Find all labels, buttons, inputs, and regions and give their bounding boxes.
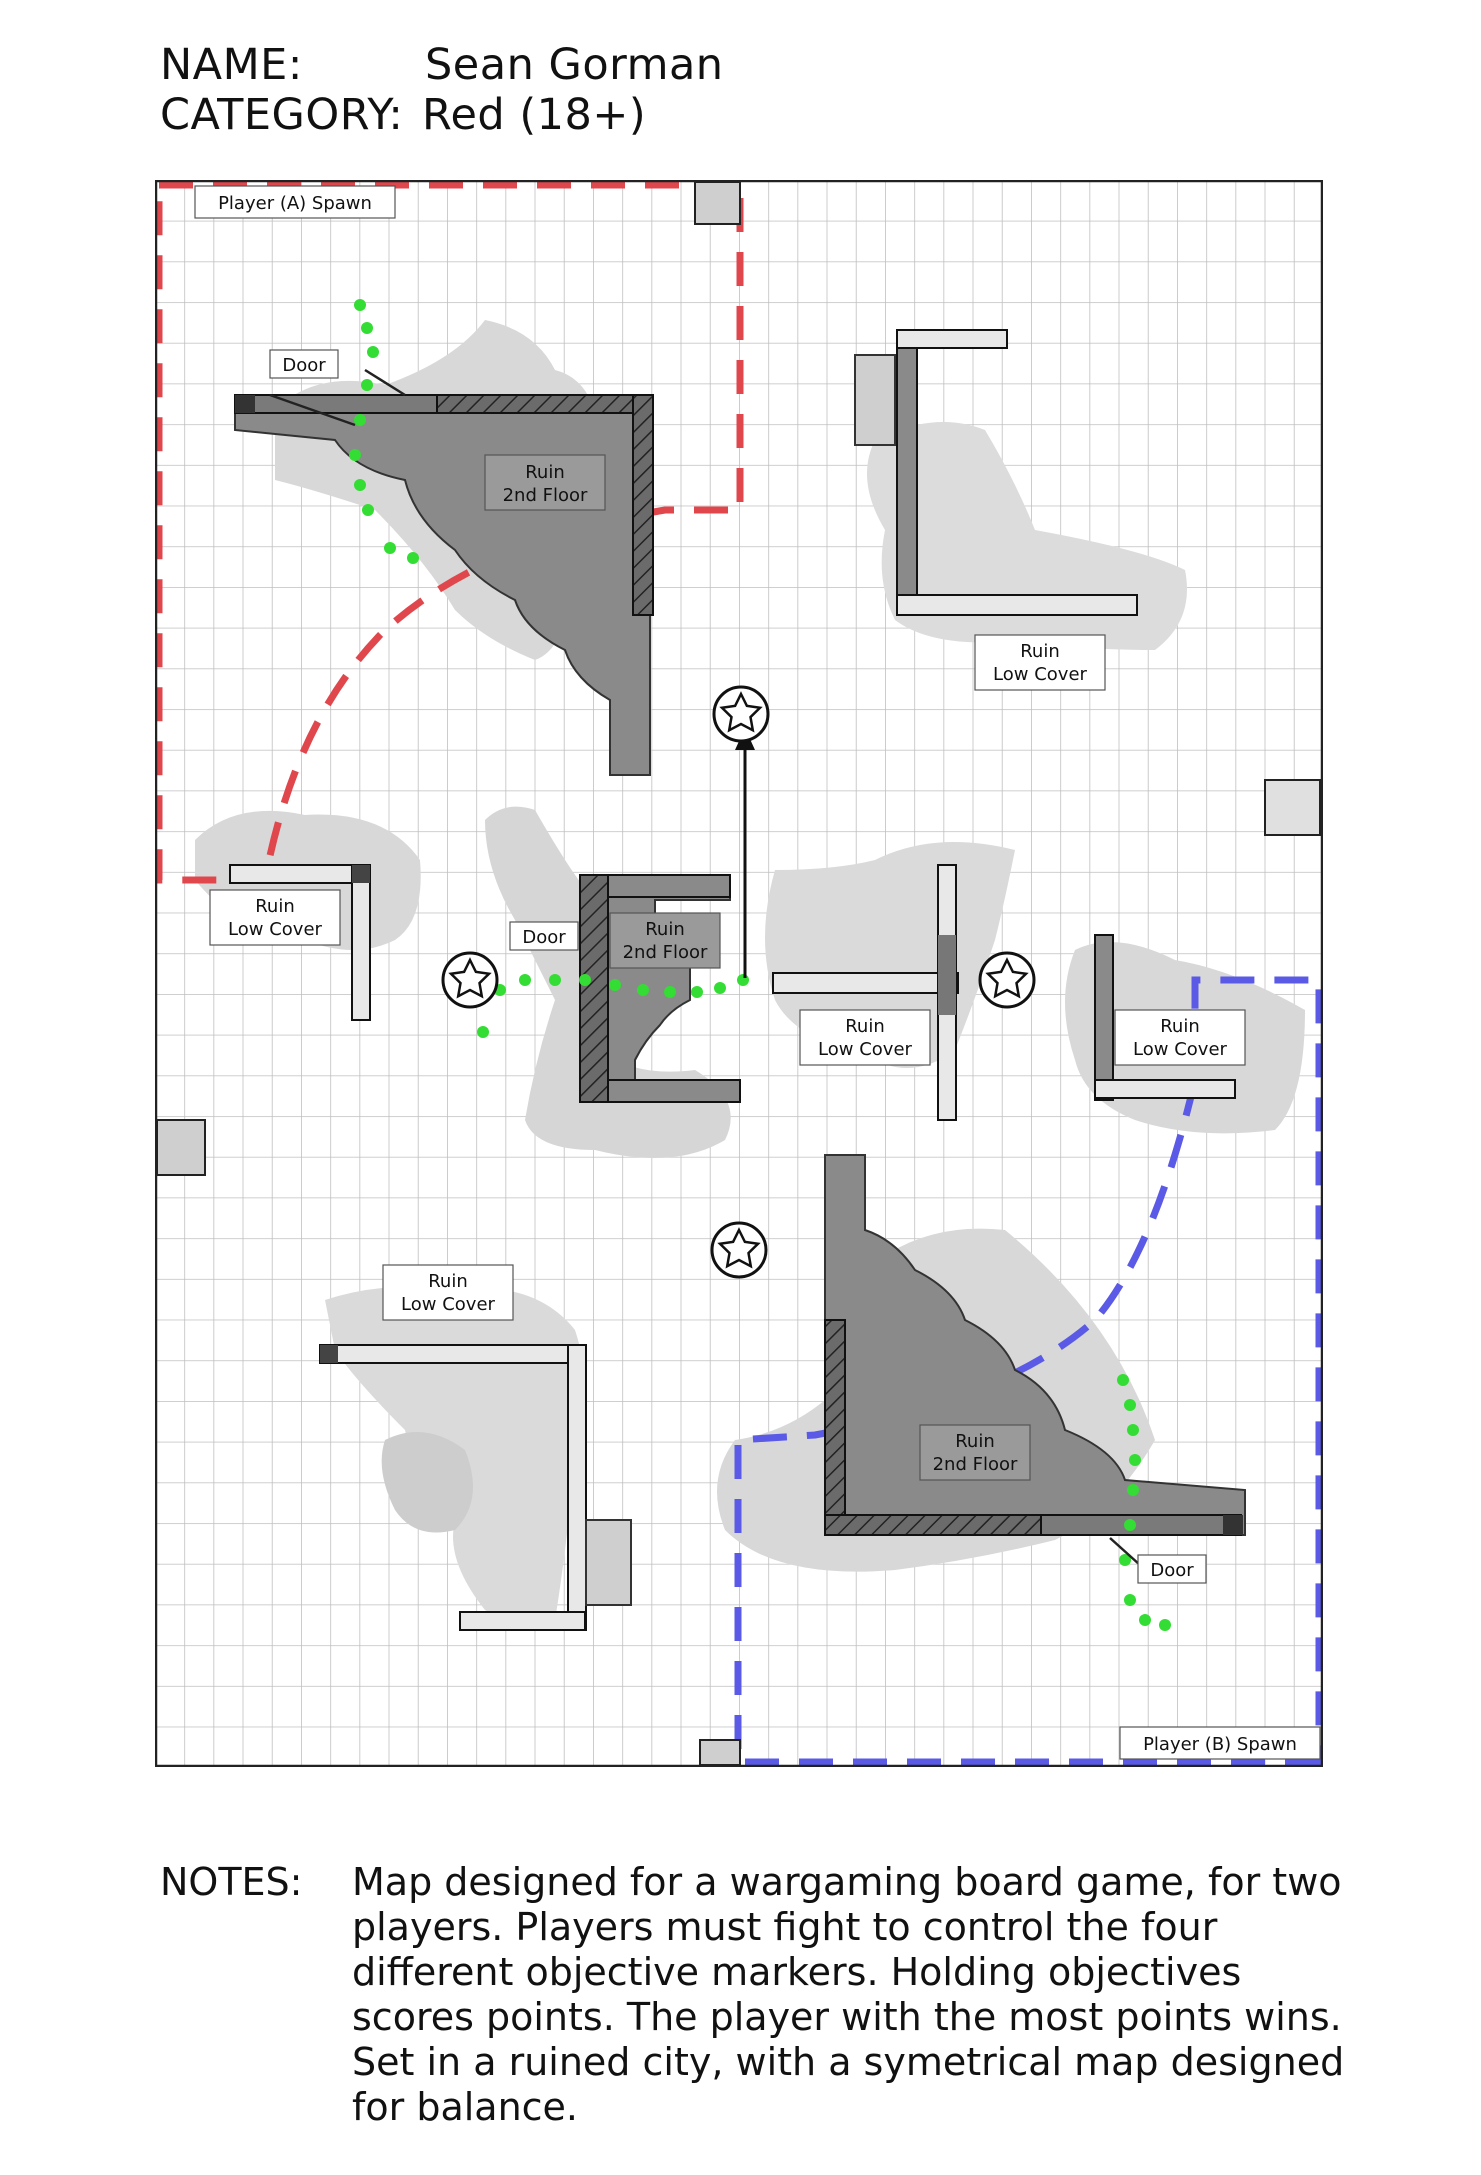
edge-block [699, 1739, 741, 1766]
ruin-wall-hatched [579, 874, 609, 1103]
rubble-patch [485, 806, 731, 1158]
door-text: Door [282, 355, 326, 376]
low-cover-text: Low Cover [1133, 1039, 1227, 1060]
rubble-patch [381, 1432, 473, 1533]
ruin-wall [234, 394, 438, 414]
name-value: Sean Gorman [425, 40, 724, 90]
game-map: Player (A) Spawn Player (B) Spawn Door D… [155, 180, 1323, 1767]
ruin-wall [567, 1344, 587, 1631]
ruin-wall-end [235, 395, 255, 413]
ruin-wall [607, 874, 731, 898]
label-door-a: Door [269, 349, 339, 379]
door-line [269, 393, 356, 427]
label-low-cover-right: Ruin Low Cover [1114, 1009, 1246, 1066]
label-low-cover-bottom-left: Ruin Low Cover [382, 1264, 514, 1321]
second-floor-text: 2nd Floor [623, 942, 708, 963]
edge-block [694, 181, 741, 225]
label-low-cover-left: Ruin Low Cover [209, 889, 341, 946]
notes-text: Map designed for a wargaming board game,… [352, 1860, 1345, 2129]
label-ruin-2nd-floor-center: Ruin 2nd Floor [609, 912, 721, 969]
label-door-center: Door [509, 921, 579, 951]
label-spawn-b: Player (B) Spawn [1119, 1726, 1321, 1760]
second-floor-text: 2nd Floor [503, 485, 588, 506]
spawn-b-text: Player (B) Spawn [1143, 1734, 1297, 1755]
objective-marker[interactable] [712, 685, 770, 743]
rubble-patch [867, 422, 1187, 650]
ruin-wall-joint [938, 935, 956, 1015]
ruin-wall [1094, 1079, 1236, 1099]
ruin-wall [1040, 1514, 1242, 1536]
ruin-low-cover-right [1094, 934, 1236, 1101]
ruin-wall-hatched [434, 394, 654, 414]
ruin-wall-hatched [632, 394, 654, 616]
ruin-text: Ruin [1160, 1016, 1200, 1037]
low-cover-text: Low Cover [818, 1039, 912, 1060]
ruin-wall [319, 1344, 586, 1364]
ruin-wall [772, 972, 959, 994]
ruin-block [854, 354, 896, 446]
label-door-b: Door [1137, 1554, 1207, 1584]
star-objective-icon [717, 1227, 761, 1269]
ruin-wall-end [352, 865, 370, 883]
edge-block [156, 1119, 206, 1176]
label-low-cover-center: Ruin Low Cover [799, 1009, 931, 1066]
label-low-cover-top-right: Ruin Low Cover [974, 634, 1106, 691]
ruin-text: Ruin [645, 919, 685, 940]
door-text: Door [522, 927, 566, 948]
star-objective-icon [985, 957, 1029, 999]
label-ruin-2nd-floor-a: Ruin 2nd Floor [484, 454, 606, 511]
ruin-low-cover-bottom-left [319, 1344, 632, 1631]
ruin-low-cover-center-right [772, 864, 959, 1121]
ruin-wall [896, 329, 918, 616]
low-cover-text: Low Cover [401, 1294, 495, 1315]
map-border [155, 180, 1323, 1767]
second-floor-text: 2nd Floor [933, 1454, 1018, 1475]
ruin-wall [1094, 934, 1114, 1101]
label-spawn-a: Player (A) Spawn [194, 185, 396, 219]
ruin-wall-hatched [824, 1319, 846, 1536]
star-objective-icon [719, 691, 763, 733]
ruin-text: Ruin [428, 1271, 468, 1292]
door-line [364, 368, 406, 397]
ruin-wall-hatched [824, 1514, 1044, 1536]
ruin-text: Ruin [845, 1016, 885, 1037]
ruin-text: Ruin [1020, 641, 1060, 662]
door-line [1109, 1537, 1141, 1566]
category-label: CATEGORY: [160, 90, 404, 140]
spawn-a-text: Player (A) Spawn [218, 193, 372, 214]
objective-marker[interactable] [978, 951, 1036, 1009]
ruin-wall [351, 864, 371, 1021]
ruin-wall [459, 1611, 586, 1631]
ruin-wall [607, 1079, 741, 1103]
objective-marker[interactable] [441, 951, 499, 1009]
category-value: Red (18+) [422, 90, 647, 140]
ruin-wall-end [1223, 1515, 1243, 1535]
ruin-wall [229, 864, 371, 884]
ruin-text: Ruin [525, 462, 565, 483]
ruin-wall [896, 329, 1008, 349]
ruin-low-cover-top-right [854, 329, 1138, 616]
ruin-text: Ruin [955, 1431, 995, 1452]
ruin-block [585, 1519, 632, 1606]
name-label: NAME: [160, 40, 303, 90]
low-cover-text: Low Cover [228, 919, 322, 940]
ruin-text: Ruin [255, 896, 295, 917]
edge-block [1264, 779, 1321, 836]
movement-route-b [1117, 1374, 1171, 1631]
ruin-low-cover-left [229, 864, 371, 1021]
ruin-wall-end [320, 1345, 338, 1363]
label-ruin-2nd-floor-b: Ruin 2nd Floor [919, 1424, 1031, 1481]
door-text: Door [1150, 1560, 1194, 1581]
notes-label: NOTES: [160, 1860, 303, 1904]
star-objective-icon [448, 957, 492, 999]
ruin-wall [896, 594, 1138, 616]
movement-route-center [477, 974, 749, 1038]
low-cover-text: Low Cover [993, 664, 1087, 685]
movement-route-a [349, 299, 419, 564]
objective-marker[interactable] [710, 1221, 768, 1279]
